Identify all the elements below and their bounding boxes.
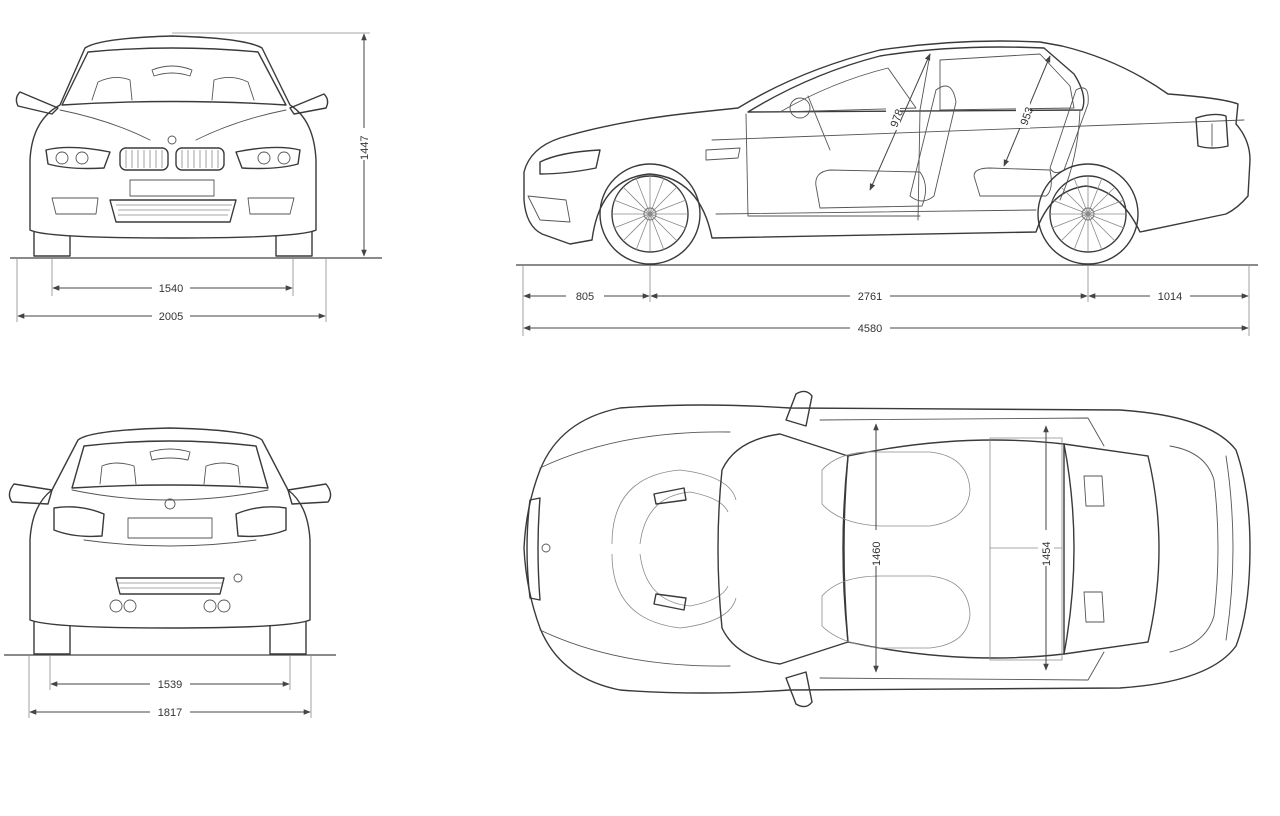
front-interior-width-label: 1460 xyxy=(871,542,883,566)
rear-headroom-label: 953 xyxy=(1019,106,1037,127)
rear-interior-width-label: 1454 xyxy=(1041,542,1053,566)
side-view: 978 953 805 2761 1014 4580 xyxy=(516,40,1258,336)
rear-overhang-label: 1014 xyxy=(1158,291,1182,303)
front-view: 1447 1540 2005 xyxy=(10,32,382,323)
front-headroom-label: 978 xyxy=(889,108,907,129)
front-width-label: 2005 xyxy=(159,311,183,323)
rear-view: 1539 1817 xyxy=(4,427,336,719)
front-track-label: 1540 xyxy=(159,283,183,295)
front-height-label: 1447 xyxy=(359,136,371,160)
front-overhang-label: 805 xyxy=(576,291,594,303)
body-width-label: 1817 xyxy=(158,707,182,719)
overall-length-label: 4580 xyxy=(858,323,882,335)
top-view: 1460 1454 xyxy=(523,390,1251,708)
rear-track-label: 1539 xyxy=(158,679,182,691)
wheelbase-label: 2761 xyxy=(858,291,882,303)
